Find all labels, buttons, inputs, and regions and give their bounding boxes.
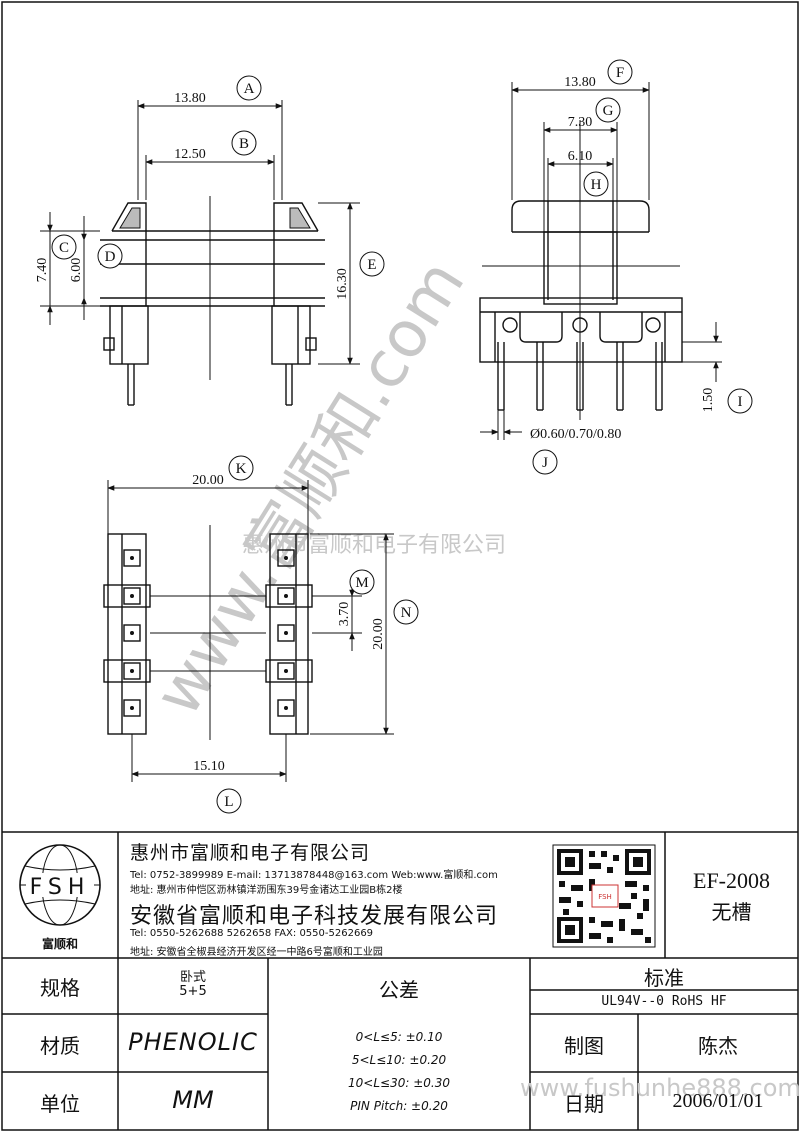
callout-c: C: [51, 234, 77, 260]
qr-code: FSH: [552, 844, 656, 948]
tolerance-line-2: 5<L≤10: ±0.20: [351, 1053, 447, 1067]
dim-a-value: 13.80: [174, 91, 206, 106]
dim-g-value: 7.30: [568, 115, 593, 130]
tolerance-line-1: 0<L≤5: ±0.10: [355, 1030, 443, 1044]
spec-value-2: 5+5: [179, 984, 207, 999]
side-view-dimensions: [40, 100, 360, 365]
spec-label: 规格: [40, 976, 80, 1000]
svg-text:D: D: [105, 249, 116, 265]
callout-d: D: [97, 243, 123, 269]
callout-i: I: [727, 388, 753, 414]
unit-label: 单位: [40, 1092, 80, 1116]
company-logo: FSH: [19, 844, 101, 926]
tolerance-line-3: 10<L≤30: ±0.30: [348, 1076, 450, 1090]
svg-text:FSH: FSH: [598, 893, 612, 901]
svg-text:M: M: [355, 575, 368, 591]
standard-label: 标准: [644, 966, 684, 990]
callout-h: H: [583, 171, 609, 197]
dim-n-value: 20.00: [371, 618, 386, 650]
svg-text:L: L: [224, 794, 233, 810]
svg-text:K: K: [236, 461, 247, 477]
dim-j-value: Ø0.60/0.70/0.80: [530, 427, 621, 442]
unit-value: MM: [172, 1086, 214, 1114]
center-watermark: 惠州市富顺和电子有限公司: [242, 533, 506, 558]
svg-text:C: C: [59, 240, 69, 256]
svg-text:J: J: [542, 455, 548, 471]
callout-g: G: [595, 97, 621, 123]
callout-j: J: [532, 449, 558, 475]
company1-name: 惠州市富顺和电子有限公司: [130, 842, 371, 864]
dim-e-value: 16.30: [335, 268, 350, 300]
footer-watermark: www.fushunhe888.com: [520, 1074, 800, 1102]
drafter-label: 制图: [564, 1034, 604, 1058]
company2-name: 安徽省富顺和电子科技发展有限公司: [130, 904, 499, 929]
svg-text:F: F: [616, 65, 624, 81]
dim-l-value: 15.10: [193, 759, 225, 774]
callout-e: E: [359, 251, 385, 277]
model-note: 无槽: [711, 900, 752, 924]
tolerance-line-4: PIN Pitch: ±0.20: [350, 1099, 448, 1113]
callout-n: N: [393, 599, 419, 625]
logo-caption: 富顺和: [42, 936, 78, 951]
dim-k-value: 20.00: [192, 473, 224, 488]
svg-text:B: B: [239, 136, 249, 152]
bottom-view-dimensions: [107, 480, 394, 782]
svg-text:A: A: [244, 81, 255, 97]
svg-text:I: I: [738, 394, 743, 410]
drafter-value: 陈杰: [698, 1034, 738, 1058]
company1-address: 地址: 惠州市仲恺区沥林镇洋沥围东39号金诸达工业园B栋2楼: [130, 885, 403, 896]
company2-address: 地址: 安徽省全椒县经济开发区经一中路6号富顺和工业园: [130, 947, 383, 958]
front-view-dimensions: [480, 82, 722, 440]
date-value: 2006/01/01: [672, 1090, 764, 1112]
svg-text:H: H: [591, 177, 602, 193]
company2-tel: Tel: 0550-5262688 5262658 FAX: 0550-5262…: [130, 928, 374, 939]
material-value: PHENOLIC: [128, 1028, 258, 1056]
model-number: EF-2008: [693, 868, 770, 893]
svg-text:E: E: [367, 257, 376, 273]
dim-f-value: 13.80: [564, 75, 596, 90]
date-label: 日期: [564, 1092, 604, 1116]
callout-m: M: [349, 569, 375, 595]
title-block-grid: [2, 831, 798, 1130]
dim-i-value: 1.50: [701, 388, 716, 413]
standard-value: UL94V--0 RoHS HF: [601, 994, 727, 1009]
dim-c-value: 7.40: [35, 258, 50, 283]
dim-h-value: 6.10: [568, 149, 593, 164]
tolerance-label: 公差: [379, 978, 419, 1002]
callout-f: F: [607, 59, 633, 85]
side-view: [100, 196, 325, 406]
callout-k: K: [228, 455, 254, 481]
bottom-view: [103, 525, 313, 740]
material-label: 材质: [40, 1034, 80, 1058]
dim-d-value: 6.00: [69, 258, 84, 283]
spec-value-1: 卧式: [179, 970, 206, 985]
svg-text:N: N: [401, 605, 412, 621]
company1-tel: Tel: 0752-3899989 E-mail: 13713878448@16…: [130, 870, 498, 881]
front-view: [479, 120, 683, 420]
callout-b: B: [231, 130, 257, 156]
callout-l: L: [216, 788, 242, 814]
dim-m-value: 3.70: [337, 602, 352, 627]
svg-text:G: G: [603, 103, 614, 119]
logo-letters: FSH: [30, 875, 91, 900]
dim-b-value: 12.50: [174, 147, 206, 162]
bottom-view-pins: [130, 556, 288, 710]
callout-a: A: [236, 75, 262, 101]
